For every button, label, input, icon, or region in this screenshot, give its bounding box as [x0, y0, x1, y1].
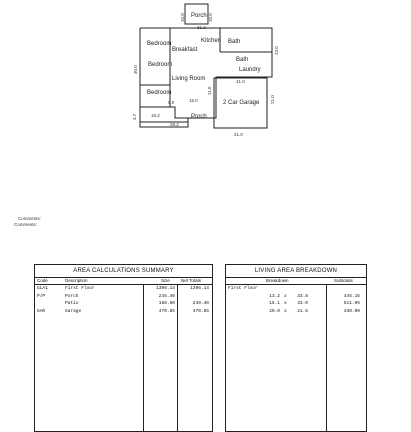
dim-right-upper: 23.0	[274, 46, 279, 55]
area-header-net: Net Totals	[181, 278, 201, 283]
living-row-x: x	[284, 301, 287, 306]
area-row-size: 188.50	[158, 301, 175, 306]
dim-bottom-total: 29.2	[170, 122, 179, 127]
living-row-b: 21.5	[297, 309, 308, 314]
dim-small-a: 5.0	[168, 100, 175, 105]
room-breakfast-label: Breakfast	[172, 47, 198, 53]
house-outline	[139, 27, 273, 123]
room-kitchen-label: Kitchen	[201, 38, 222, 44]
living-row-a: 15.1	[269, 301, 280, 306]
area-row-size: 470.85	[158, 309, 175, 314]
dim-garage-top: 41.0	[236, 79, 245, 84]
floor-plan-sketch	[139, 3, 273, 129]
bottom-porch-outline	[139, 106, 189, 128]
living-row-b: 33.0	[297, 301, 308, 306]
living-header-subtotals: Subtotals	[334, 278, 353, 283]
room-bath-label: Bath	[228, 39, 241, 45]
living-row-subtotal: 445.15	[343, 294, 360, 299]
dim-garage-right: 21.0	[270, 95, 275, 104]
area-summary-box: AREA CALCULATIONS SUMMARY Code Descripti…	[34, 264, 213, 432]
living-row-a: 20.0	[269, 309, 280, 314]
area-row-description: Garage	[65, 309, 82, 314]
area-row-code: GAR	[37, 309, 46, 314]
area-header-code: Code	[37, 278, 48, 283]
living-row-a: 13.2	[269, 294, 280, 299]
room-living-label: Living Room	[172, 76, 206, 82]
living-area-box: LIVING AREA BREAKDOWN Breakdown Subtotal…	[225, 264, 367, 432]
dim-left-side: 30.0	[133, 65, 138, 74]
area-summary-title: AREA CALCULATIONS SUMMARY	[73, 268, 174, 274]
top-porch-outline	[184, 3, 209, 25]
living-row-subtotal: 511.95	[343, 301, 360, 306]
area-header-rule	[35, 284, 212, 285]
living-col-divider	[326, 284, 327, 431]
area-row-net: 249.40	[192, 301, 209, 306]
living-area-title: LIVING AREA BREAKDOWN	[254, 268, 338, 274]
area-col-divider-1	[143, 284, 144, 431]
comments-line-1: Comments:	[18, 216, 42, 221]
room-porch-label: Porch	[191, 114, 207, 120]
area-row-code: GLA1	[37, 286, 48, 291]
room-bedroom-2-label: Bedroom	[148, 62, 173, 68]
area-header-size: Size	[161, 278, 170, 283]
room-bath-2-label: Bath	[236, 57, 249, 63]
dim-left-bottom: 4.7	[132, 113, 137, 120]
dim-top-width: 31.2	[197, 25, 206, 30]
dim-top-porch-right: 10.0	[208, 13, 213, 22]
living-title-rule	[226, 277, 366, 278]
living-header-rule	[226, 284, 366, 285]
dim-top-porch-left: 10.0	[180, 13, 185, 22]
area-row-description: First Floor	[65, 286, 95, 291]
area-row-description: Porch	[65, 294, 79, 299]
room-bedroom-label: Bedroom	[147, 41, 172, 47]
room-laundry-label: Laundry	[239, 67, 261, 73]
dim-garage-bottom: 21.0	[234, 132, 243, 137]
room-garage-label: 2 Car Garage	[223, 100, 260, 106]
room-bedroom-3-label: Bedroom	[147, 90, 172, 96]
area-row-description: Patio	[65, 301, 79, 306]
area-row-size: 1396.14	[156, 286, 175, 291]
area-row-net: 470.85	[192, 309, 209, 314]
living-row-x: x	[284, 309, 287, 314]
living-row-subtotal: 430.00	[343, 309, 360, 314]
area-row-size: 245.40	[158, 294, 175, 299]
comments-line-2: Comments:	[14, 222, 38, 227]
dim-garage-left: 11.0	[207, 86, 212, 95]
dim-porch-len: 15.2	[151, 113, 160, 118]
living-row-b: 33.8	[297, 294, 308, 299]
living-header-breakdown: Breakdown	[266, 278, 289, 283]
garage-outline	[213, 77, 268, 129]
living-row-label: First Floor	[228, 286, 258, 291]
dim-small-b: 15.0	[189, 98, 198, 103]
area-header-description: Description	[65, 278, 88, 283]
area-summary-title-rule	[35, 277, 212, 278]
area-row-code: P/P	[37, 294, 46, 299]
area-col-divider-2	[177, 284, 178, 431]
top-porch-label: Porch	[191, 13, 207, 19]
area-row-net: 1396.14	[190, 286, 209, 291]
living-row-x: x	[284, 294, 287, 299]
